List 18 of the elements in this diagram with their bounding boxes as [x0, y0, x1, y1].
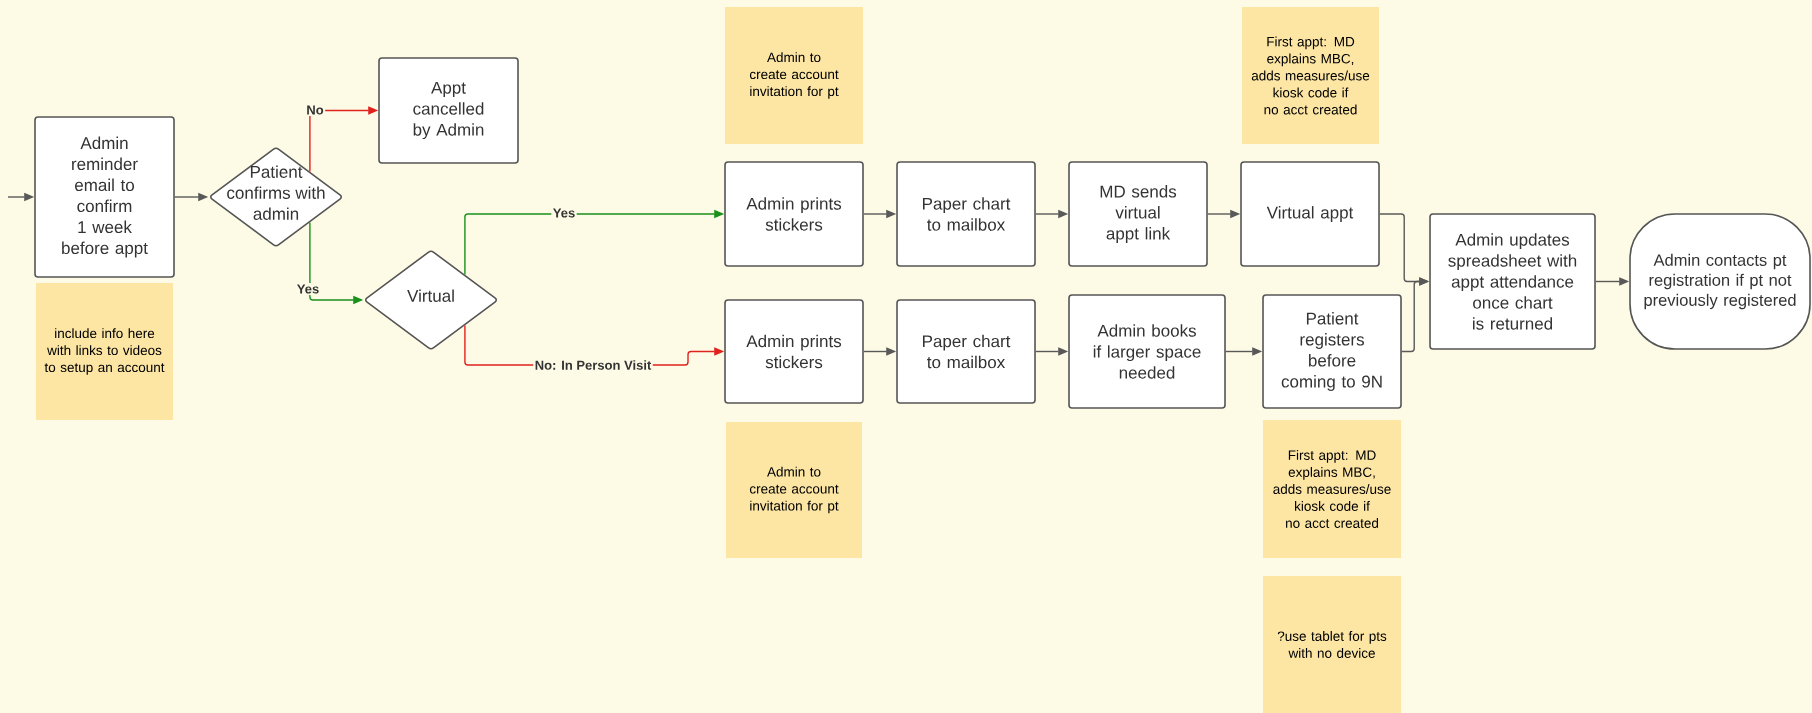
process-box: Paper chart to mailbox [896, 299, 1036, 404]
process-box: MD sends virtual appt link [1068, 161, 1208, 267]
process-box: Admin books if larger space needed [1068, 294, 1226, 409]
sticky-note: First appt: MD explains MBC, adds measures/use kiosk code if no acct created [1263, 420, 1401, 558]
sticky-note: ?use tablet for pts with no device [1263, 576, 1401, 713]
sticky-note: First appt: MD explains MBC, adds measures/use kiosk code if no acct created [1242, 7, 1379, 144]
process-box: Admin prints stickers [724, 299, 864, 404]
process-box: Admin updates spreadsheet with appt attendance once chart is returned [1429, 213, 1596, 350]
sticky-note: Admin to create account invitation for pt [726, 422, 862, 558]
edge-label: No [304, 103, 326, 117]
process-box: Paper chart to mailbox [896, 161, 1036, 267]
sticky-note: include info here with links to videos to setup an account [36, 283, 173, 420]
process-box: Admin reminder email to confirm 1 week before appt [34, 116, 175, 278]
process-box: Admin prints stickers [724, 161, 864, 267]
process-box: Patient registers before coming to 9N [1262, 294, 1402, 409]
process-box: Appt cancelled by Admin [378, 57, 519, 164]
sticky-note: Admin to create account invitation for pt [725, 7, 863, 144]
process-box: Virtual appt [1240, 161, 1380, 267]
